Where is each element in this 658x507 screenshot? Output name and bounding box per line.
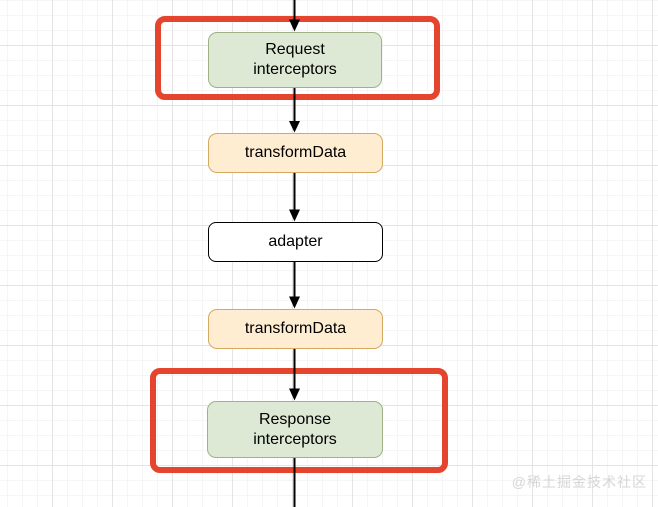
highlight-box-response-interceptors: [150, 368, 448, 473]
node-label: Request interceptors: [253, 41, 337, 78]
node-label: transformData: [244, 320, 347, 337]
node-label: transformData: [244, 144, 347, 161]
node-response-interceptors: Response interceptors: [207, 401, 383, 458]
edge-adapter-to-transformdata: [289, 262, 300, 309]
arrowhead-down-icon: [289, 209, 300, 222]
node-label: Response interceptors: [253, 410, 337, 448]
arrowhead-down-icon: [289, 121, 300, 133]
arrowhead-down-icon: [289, 296, 300, 309]
edge-transformdata-to-adapter: [289, 173, 300, 222]
watermark-text: @稀土掘金技术社区: [511, 474, 647, 490]
node-request-interceptors: Request interceptors: [208, 32, 382, 88]
node-transform-data-response: transformData: [208, 309, 383, 349]
node-transform-data-request: transformData: [208, 133, 383, 173]
highlight-box-request-interceptors: [155, 16, 440, 100]
node-label: adapter: [268, 233, 323, 250]
node-adapter: adapter: [208, 222, 383, 262]
